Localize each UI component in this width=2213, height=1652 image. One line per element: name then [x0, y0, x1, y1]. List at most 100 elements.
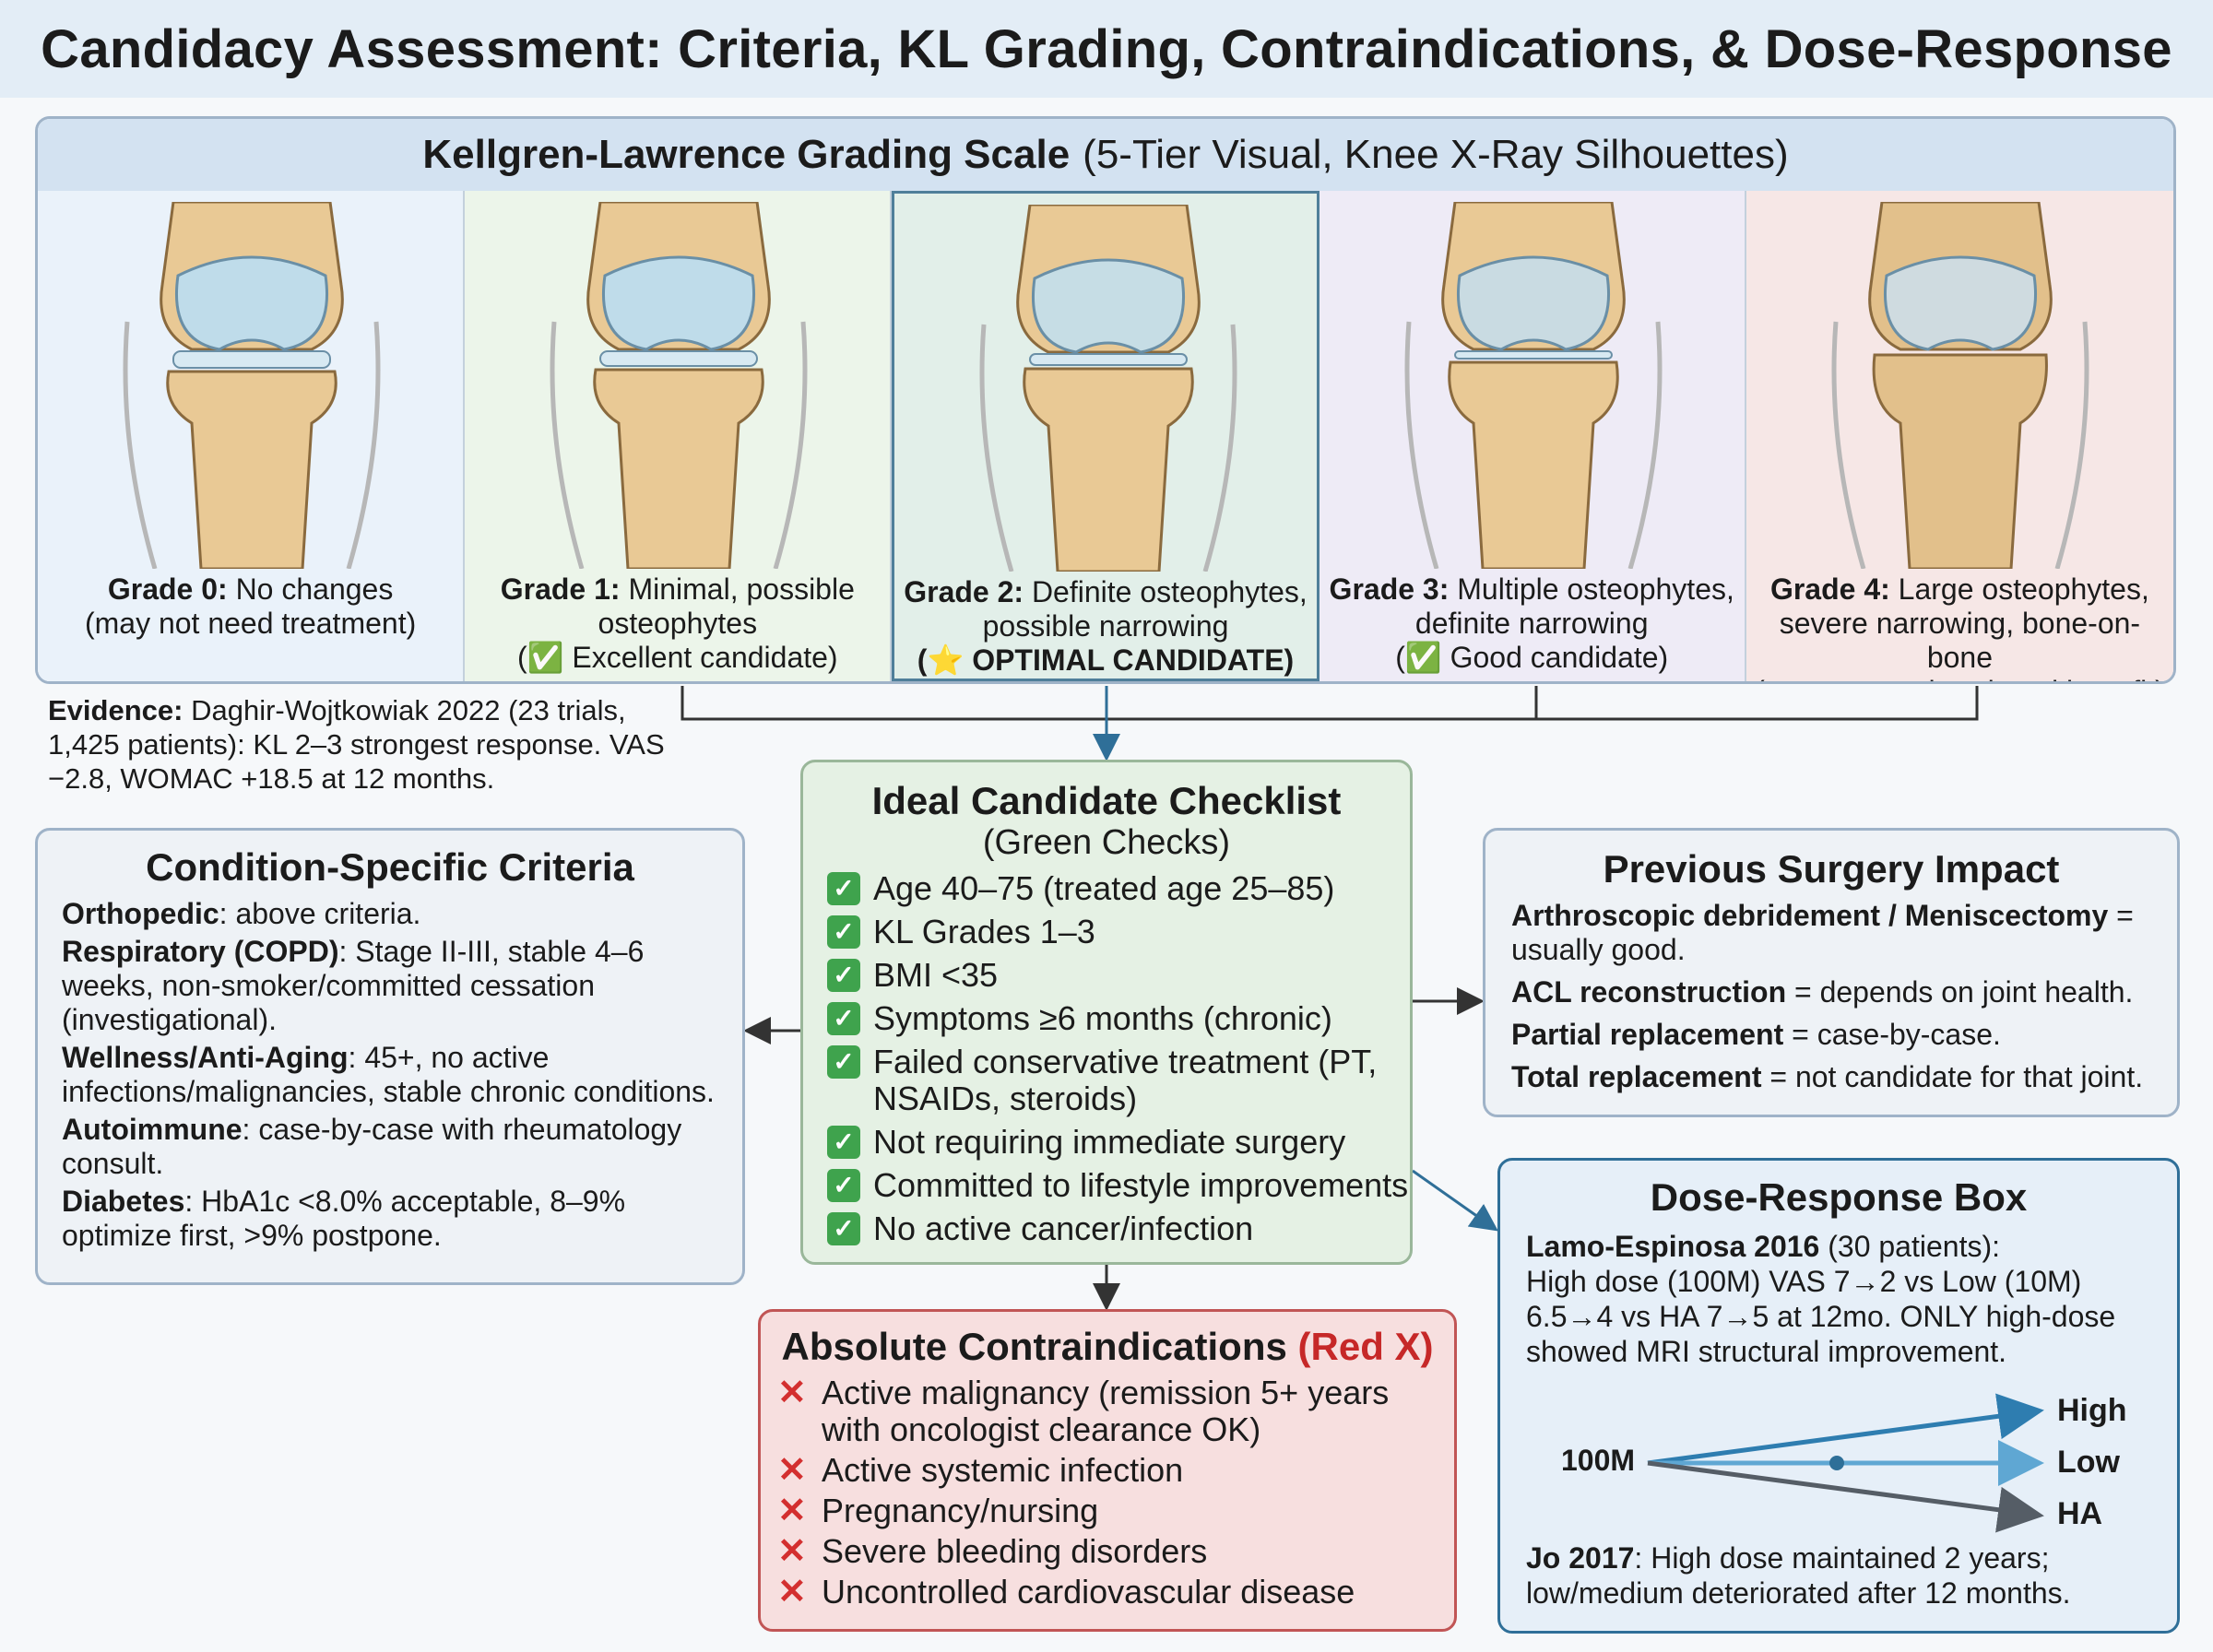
grade-0-card: Grade 0: No changes (may not need treatm…	[38, 191, 466, 681]
contra-title-red: (Red X)	[1297, 1325, 1434, 1368]
list-item: ✕Active malignancy (remission 5+ years w…	[777, 1375, 1454, 1448]
list-item: ✓ Symptoms ≥6 months (chronic)	[827, 1000, 1410, 1037]
checklist-item-text: Committed to lifestyle improvements	[873, 1166, 1409, 1204]
kl-header: Kellgren-Lawrence Grading Scale (5-Tier …	[38, 119, 2173, 191]
criteria-wellness: Wellness/Anti-Aging: 45+, no active infe…	[62, 1041, 726, 1109]
dose-response-panel: Dose-Response Box Lamo-Espinosa 2016 (30…	[1497, 1158, 2180, 1634]
criteria-text: : case-by-case with rheumatology consult…	[62, 1113, 682, 1180]
dose-origin-label: 100M	[1561, 1444, 1635, 1477]
grade-4-label: Grade 4:	[1769, 572, 1890, 606]
criteria-text: : Stage II-III, stable 4–6 weeks, non-sm…	[62, 935, 645, 1036]
surgery-text: = usually good.	[1511, 899, 2134, 966]
branch-high-label: High	[2057, 1393, 2127, 1428]
red-x-icon: ✕	[777, 1532, 807, 1571]
title-bar: Candidacy Assessment: Criteria, KL Gradi…	[0, 0, 2213, 98]
red-x-icon: ✕	[777, 1374, 807, 1412]
dose-study-text: High dose (100M) VAS 7→2 vs Low (10M) 6.…	[1526, 1265, 2116, 1368]
absolute-contraindications-panel: Absolute Contraindications (Red X) ✕Acti…	[758, 1309, 1457, 1632]
grade-0-label: Grade 0:	[107, 572, 228, 606]
grade-2-line2: possible narrowing	[982, 609, 1229, 643]
evidence-label: Evidence:	[48, 694, 183, 726]
grade-1-line3: (✅ Excellent candidate)	[517, 641, 838, 674]
criteria-text: : above criteria.	[219, 897, 421, 930]
grade-3-line3: (✅ Good candidate)	[1395, 641, 1669, 674]
list-item: ✕Pregnancy/nursing	[777, 1492, 1454, 1530]
grade-4-line3: (may respond, reduced benefit)	[1755, 675, 2165, 681]
grade-4-line2: severe narrowing, bone-on-bone	[1779, 607, 2141, 674]
page-title: Candidacy Assessment: Criteria, KL Gradi…	[41, 18, 2172, 79]
list-item: ✕Active systemic infection	[777, 1451, 1454, 1490]
surgery-label: ACL reconstruction	[1511, 975, 1787, 1009]
criteria-label: Respiratory (COPD)	[62, 935, 339, 968]
surgery-item: ACL reconstruction = depends on joint he…	[1511, 975, 2162, 1009]
criteria-orthopedic: Orthopedic: above criteria.	[62, 897, 726, 931]
grade-3-desc: Multiple osteophytes,	[1457, 572, 1734, 606]
branch-ha-label: HA	[2057, 1496, 2102, 1531]
criteria-label: Orthopedic	[62, 897, 219, 930]
checklist-item-text: No active cancer/infection	[873, 1210, 1254, 1247]
contra-items: ✕Active malignancy (remission 5+ years w…	[777, 1375, 1454, 1611]
knee-grade-3-illustration	[1404, 202, 1663, 569]
dose-title: Dose-Response Box	[1650, 1175, 2028, 1219]
list-item: ✓ Committed to lifestyle improvements	[827, 1167, 1410, 1204]
grade-0-text: Grade 0: No changes (may not need treatm…	[43, 572, 457, 641]
checkmark-icon: ✓	[827, 915, 860, 949]
dose-footnote: Jo 2017: High dose maintained 2 years; l…	[1526, 1540, 2162, 1611]
checkmark-icon: ✓	[827, 1169, 860, 1202]
knee-grade-2-illustration	[979, 205, 1237, 572]
list-item: ✓BMI <35	[827, 957, 1410, 994]
grade-1-text: Grade 1: Minimal, possible osteophytes (…	[470, 572, 884, 675]
grade-3-line2: definite narrowing	[1414, 607, 1649, 640]
criteria-autoimmune: Autoimmune: case-by-case with rheumatolo…	[62, 1113, 726, 1181]
grade-2-label: Grade 2:	[904, 575, 1024, 608]
dose-foot-label: Jo 2017	[1526, 1541, 1635, 1575]
dose-branch-diagram: 100M High Low HA	[1561, 1393, 2127, 1533]
contra-title: Absolute Contraindications (Red X)	[761, 1325, 1454, 1369]
criteria-text: : 45+, no active infections/malignancies…	[62, 1041, 715, 1108]
grade-2-line3: (⭐ OPTIMAL CANDIDATE)	[917, 643, 1295, 677]
list-item: ✓Not requiring immediate surgery	[827, 1124, 1410, 1161]
knee-grade-0-illustration	[123, 202, 381, 569]
checklist-item-text: Failed conservative treatment (PT, NSAID…	[873, 1043, 1378, 1117]
dose-study: Lamo-Espinosa 2016 (30 patients):	[1526, 1229, 2162, 1264]
kl-heading-rest: (5-Tier Visual, Knee X-Ray Silhouettes)	[1083, 132, 1789, 177]
list-item: ✓KL Grades 1–3	[827, 914, 1410, 950]
grade-2-desc: Definite osteophytes,	[1031, 575, 1308, 608]
surgery-item: Total replacement = not candidate for th…	[1511, 1060, 2162, 1094]
surgery-label: Total replacement	[1511, 1060, 1762, 1093]
kl-grading-panel: Kellgren-Lawrence Grading Scale (5-Tier …	[35, 116, 2176, 684]
criteria-respiratory: Respiratory (COPD): Stage II-III, stable…	[62, 935, 726, 1037]
checkmark-icon: ✓	[827, 872, 860, 905]
surgery-title: Previous Surgery Impact	[1603, 847, 2060, 891]
previous-surgery-panel: Previous Surgery Impact Arthroscopic deb…	[1483, 828, 2180, 1117]
contra-item-text: Severe bleeding disorders	[822, 1532, 1208, 1570]
contra-title-text: Absolute Contraindications	[781, 1325, 1287, 1368]
surgery-item: Partial replacement = case-by-case.	[1511, 1018, 2162, 1052]
checklist-item-text: Symptoms ≥6 months (chronic)	[873, 999, 1332, 1037]
surgery-item: Arthroscopic debridement / Meniscectomy …	[1511, 899, 2162, 967]
surgery-label: Arthroscopic debridement / Meniscectomy	[1511, 899, 2109, 932]
grade-2-card: Grade 2: Definite osteophytes, possible …	[892, 191, 1320, 681]
grade-1-line2: osteophytes	[598, 607, 758, 640]
grade-1-label: Grade 1:	[500, 572, 621, 606]
grade-1-desc: Minimal, possible	[628, 572, 855, 606]
criteria-title: Condition-Specific Criteria	[146, 845, 634, 889]
surgery-text: = case-by-case.	[1783, 1018, 2001, 1051]
list-item: ✓Age 40–75 (treated age 25–85)	[827, 870, 1410, 907]
list-item: ✓Failed conservative treatment (PT, NSAI…	[827, 1044, 1410, 1117]
checkmark-icon: ✓	[827, 959, 860, 992]
knee-grade-4-illustration	[1831, 202, 2089, 569]
red-x-icon: ✕	[777, 1451, 807, 1490]
grade-4-text: Grade 4: Large osteophytes, severe narro…	[1752, 572, 2168, 681]
criteria-text: : HbA1c <8.0% acceptable, 8–9% optimize …	[62, 1185, 626, 1252]
grade-4-card: Grade 4: Large osteophytes, severe narro…	[1746, 191, 2173, 681]
criteria-diabetes: Diabetes: HbA1c <8.0% acceptable, 8–9% o…	[62, 1185, 726, 1253]
branch-low-label: Low	[2057, 1445, 2121, 1480]
criteria-label: Wellness/Anti-Aging	[62, 1041, 349, 1074]
checkmark-icon: ✓	[827, 1002, 860, 1035]
checklist-subtitle: (Green Checks)	[982, 823, 1231, 862]
list-item: ✕ Severe bleeding disorders	[777, 1532, 1454, 1571]
contra-item-text: Pregnancy/nursing	[822, 1492, 1099, 1529]
branch-ha-line	[1647, 1460, 2044, 1533]
criteria-label: Autoimmune	[62, 1113, 243, 1146]
